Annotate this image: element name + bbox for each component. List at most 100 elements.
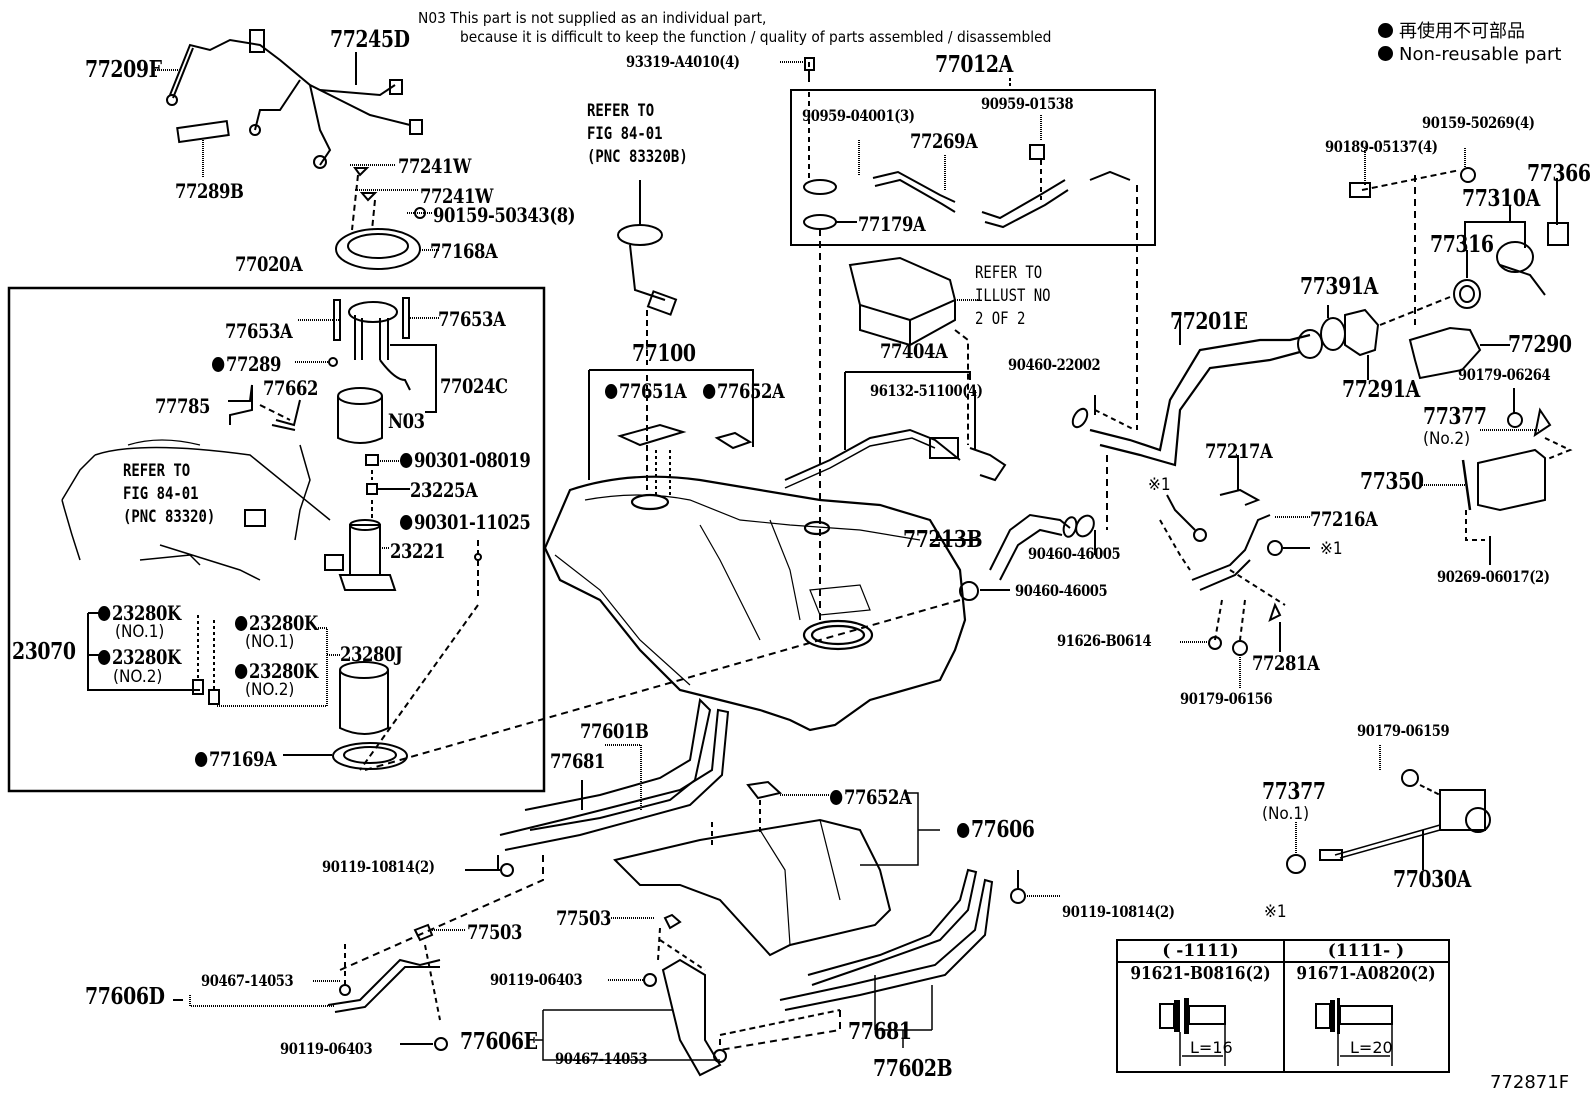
part-77100-sender-gauge (617, 224, 678, 316)
part-label-77391A[interactable]: 77391A (1300, 273, 1378, 300)
bolt-variant-part[interactable]: 91671-A0820(2) (1296, 963, 1436, 984)
non-reusable-dot-icon (400, 515, 413, 530)
part-label-77169A[interactable]: 77169A (195, 748, 277, 770)
part-label-90301-11025[interactable]: 90301-11025 (400, 510, 531, 534)
part-label-90159-50343[interactable]: 90159-50343(8) (433, 203, 576, 227)
non-reusable-dot-icon (400, 453, 413, 468)
bolt-variant-col: (1111- ) 91671-A0820(2) L=20 (1284, 941, 1448, 1071)
part-label-23280J[interactable]: 23280J (340, 642, 403, 666)
part-label-90189-05137[interactable]: 90189-05137(4) (1325, 137, 1438, 156)
variant-no2-small: (No.2) (1423, 429, 1471, 449)
part-label-77662[interactable]: 77662 (263, 376, 319, 400)
part-label-77785[interactable]: 77785 (155, 394, 211, 418)
part-77289b (176, 120, 230, 144)
part-label-90179-06156[interactable]: 90179-06156 (1180, 689, 1273, 708)
part-label-77681-a[interactable]: 77681 (550, 749, 606, 773)
part-label-77269A[interactable]: 77269A (910, 129, 978, 153)
part-label-77366[interactable]: 77366 (1527, 160, 1591, 187)
part-label-77404A[interactable]: 77404A (880, 339, 948, 363)
part-number: 90301-11025 (413, 510, 531, 534)
part-label-90467-14053-b[interactable]: 90467-14053 (555, 1049, 648, 1068)
part-label-77213B[interactable]: 77213B (903, 526, 983, 553)
part-label-77012A[interactable]: 77012A (935, 51, 1013, 78)
part-label-23070[interactable]: 23070 (12, 638, 76, 665)
part-label-77024C[interactable]: 77024C (440, 374, 508, 398)
part-label-77316[interactable]: 77316 (1430, 231, 1494, 258)
part-label-77601B[interactable]: 77601B (580, 719, 649, 743)
part-label-77241W-b[interactable]: 77241W (420, 184, 494, 208)
part-label-91626-B0614[interactable]: 91626-B0614 (1057, 631, 1152, 650)
part-number: 23280K (248, 659, 318, 683)
part-label-77606D[interactable]: 77606D (85, 983, 165, 1010)
bracket-77404A (844, 371, 971, 450)
ref-illust-2-of-2[interactable]: REFER TO ILLUST NO 2 OF 2 (975, 263, 1051, 329)
ref-fig-84-01-pnc-83320[interactable]: REFER TO FIG 84-01 (PNC 83320) (123, 461, 216, 527)
part-label-90269-06017[interactable]: 90269-06017(2) (1437, 567, 1550, 586)
non-reusable-dot-icon (957, 823, 970, 838)
part-label-77289[interactable]: 77289 (212, 353, 281, 375)
part-label-90119-06403-a[interactable]: 90119-06403 (280, 1039, 373, 1058)
part-label-77289B[interactable]: 77289B (175, 179, 244, 203)
part-label-23280K-c[interactable]: 23280K (235, 612, 318, 634)
legend-jp-text: 再使用不可部品 (1399, 21, 1525, 42)
part-label-77310A[interactable]: 77310A (1462, 185, 1540, 212)
part-label-77020A[interactable]: 77020A (235, 252, 303, 276)
part-label-77030A[interactable]: 77030A (1393, 866, 1471, 893)
part-label-90959-01538[interactable]: 90959-01538 (981, 94, 1074, 113)
part-label-77350[interactable]: 77350 (1360, 468, 1424, 495)
part-label-77216A[interactable]: 77216A (1310, 507, 1378, 531)
part-label-77245D[interactable]: 77245D (330, 26, 410, 53)
part-label-77377-no2[interactable]: 77377 (1423, 403, 1487, 430)
part-label-77179A[interactable]: 77179A (858, 212, 926, 236)
part-label-77209F[interactable]: 77209F (85, 56, 162, 83)
part-label-77377-no1[interactable]: 77377 (1262, 778, 1326, 805)
part-label-N03[interactable]: N03 (388, 409, 425, 433)
part-canister (848, 256, 957, 347)
part-label-90467-14053-a[interactable]: 90467-14053 (201, 971, 294, 990)
part-label-90460-22002[interactable]: 90460-22002 (1008, 355, 1101, 374)
part-label-77602B[interactable]: 77602B (873, 1055, 953, 1082)
part-label-23225A[interactable]: 23225A (410, 478, 478, 502)
part-77606d-bracket (327, 958, 441, 1013)
part-label-90959-04001[interactable]: 90959-04001(3) (802, 106, 915, 125)
part-label-77217A[interactable]: 77217A (1205, 439, 1273, 463)
part-label-23280K-b[interactable]: 23280K (98, 646, 181, 668)
bolt-variant-part[interactable]: 91621-B0816(2) (1130, 963, 1271, 984)
part-label-90159-50269[interactable]: 90159-50269(4) (1422, 113, 1535, 132)
part-label-96132-51100[interactable]: 96132-51100(4) (870, 381, 983, 400)
part-label-23221[interactable]: 23221 (390, 539, 446, 563)
part-label-77503-a[interactable]: 77503 (556, 906, 612, 930)
part-label-77652A-a[interactable]: 77652A (703, 380, 785, 402)
part-label-77291A[interactable]: 77291A (1342, 376, 1420, 403)
variant-no1-a: (NO.1) (115, 622, 165, 642)
part-label-77653A-right[interactable]: 77653A (438, 307, 506, 331)
non-reusable-dot-icon (703, 384, 716, 399)
part-label-77606E[interactable]: 77606E (460, 1028, 538, 1055)
note-n03-line1: N03 This part is not supplied as an indi… (418, 9, 767, 27)
part-label-90119-10814-b[interactable]: 90119-10814(2) (1062, 902, 1175, 921)
part-label-77681-b[interactable]: 77681 (848, 1018, 912, 1045)
part-label-77201E[interactable]: 77201E (1170, 308, 1248, 335)
part-label-77653A-left[interactable]: 77653A (225, 319, 293, 343)
part-label-77651A[interactable]: 77651A (605, 380, 687, 402)
part-label-77281A[interactable]: 77281A (1252, 651, 1320, 675)
part-label-93319-A4010[interactable]: 93319-A4010(4) (626, 52, 740, 71)
part-label-77290[interactable]: 77290 (1508, 331, 1572, 358)
part-label-90460-46005-b[interactable]: 90460-46005 (1015, 581, 1108, 600)
part-label-77606[interactable]: 77606 (957, 818, 1035, 842)
part-label-23280K-d[interactable]: 23280K (235, 660, 318, 682)
part-label-77503-b[interactable]: 77503 (467, 920, 523, 944)
part-label-90119-06403-b[interactable]: 90119-06403 (490, 970, 583, 989)
part-label-77168A[interactable]: 77168A (430, 239, 498, 263)
part-label-77652A-b[interactable]: 77652A (830, 786, 912, 808)
part-77213b-hose (989, 513, 1071, 581)
part-label-23280K-a[interactable]: 23280K (98, 602, 181, 624)
part-label-90119-10814-a[interactable]: 90119-10814(2) (322, 857, 435, 876)
part-label-77241W-a[interactable]: 77241W (398, 154, 472, 178)
part-label-90460-46005-a[interactable]: 90460-46005 (1028, 544, 1121, 563)
part-label-90179-06159[interactable]: 90179-06159 (1357, 721, 1450, 740)
part-label-90179-06264[interactable]: 90179-06264 (1458, 365, 1551, 384)
ref-fig-84-01-pnc-83320b[interactable]: REFER TO FIG 84-01 (PNC 83320B) (587, 101, 688, 167)
part-label-90301-08019[interactable]: 90301-08019 (400, 449, 531, 471)
part-label-77100[interactable]: 77100 (632, 340, 696, 367)
